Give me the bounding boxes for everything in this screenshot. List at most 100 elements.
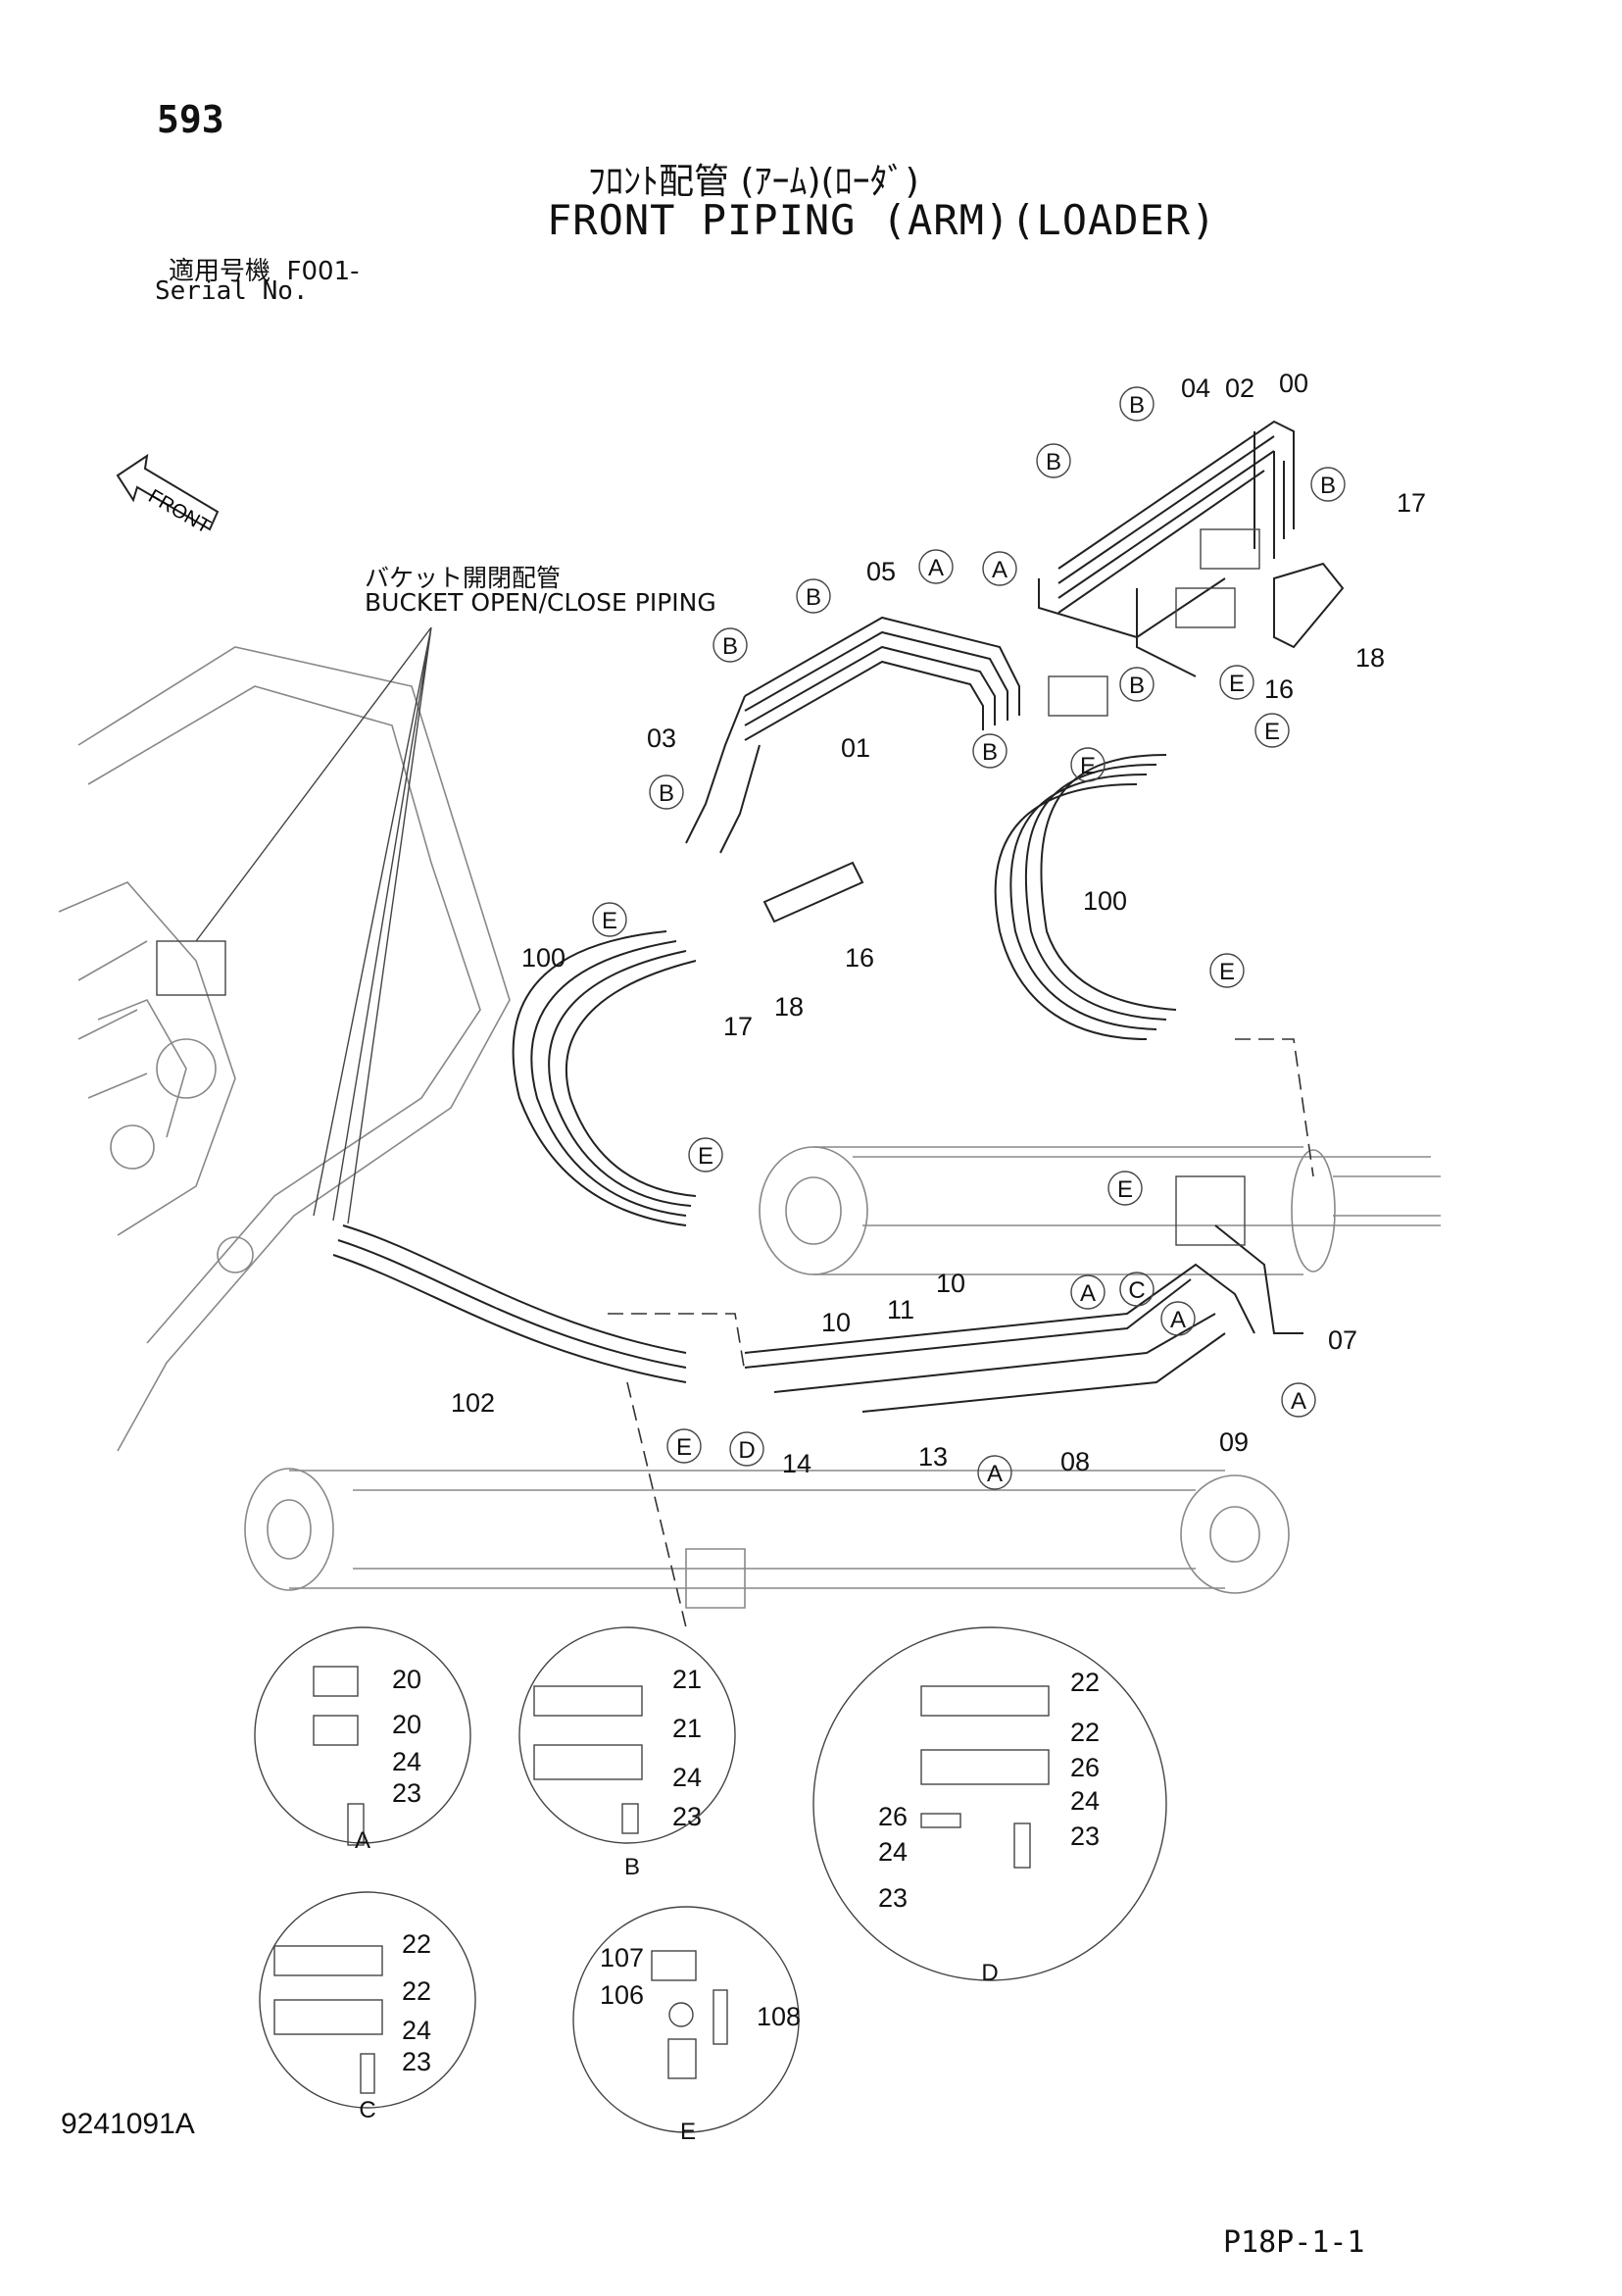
part-label: 18 — [774, 992, 804, 1022]
ref-balloon-E: E — [1209, 953, 1245, 988]
hose-bundle-right — [994, 754, 1177, 1040]
svg-text:E: E — [676, 1434, 692, 1461]
detail-E-label: E — [680, 2119, 696, 2145]
part-label: 100 — [521, 943, 565, 973]
detail-view-A: A — [254, 1626, 471, 1854]
ref-balloon-E: E — [1107, 1171, 1143, 1206]
part-label: 22 — [402, 1976, 431, 2006]
part-label: 24 — [878, 1837, 908, 1867]
ref-balloon-C: C — [1119, 1272, 1155, 1307]
ref-balloon-B: B — [1119, 667, 1155, 702]
part-label: 10 — [821, 1308, 851, 1337]
svg-text:B: B — [659, 780, 674, 807]
svg-text:B: B — [982, 739, 998, 766]
part-label: 107 — [600, 1943, 644, 1972]
part-label: 23 — [878, 1883, 908, 1913]
arm-structure — [58, 646, 511, 1452]
ref-balloon-E: E — [1254, 713, 1290, 748]
svg-text:A: A — [1170, 1307, 1186, 1333]
svg-text:D: D — [738, 1437, 755, 1464]
serial-label-english: Serial No. — [155, 276, 309, 306]
title-english: FRONT PIPING (ARM)(LOADER) — [547, 196, 1217, 244]
ref-balloon-E: E — [592, 902, 627, 937]
part-label: 08 — [1060, 1447, 1090, 1476]
ref-balloon-A: A — [982, 551, 1017, 586]
part-label: 00 — [1279, 369, 1308, 398]
front-direction-arrow: FRONT — [116, 453, 220, 538]
svg-text:E: E — [1117, 1176, 1133, 1203]
detail-B-label: B — [624, 1854, 640, 1880]
lower-cylinder — [244, 1468, 1290, 1609]
svg-text:A: A — [1291, 1388, 1306, 1415]
page-number: 593 — [157, 98, 224, 141]
svg-text:E: E — [602, 908, 617, 934]
ref-balloon-B: B — [713, 627, 748, 663]
serial-line-japanese: 適用号機 F001- — [169, 251, 360, 287]
part-label: 102 — [451, 1388, 495, 1418]
detail-view-C: C — [259, 1891, 476, 2123]
svg-text:A: A — [928, 555, 944, 581]
svg-text:E: E — [1080, 753, 1096, 779]
svg-text:B: B — [1129, 673, 1145, 699]
ref-balloon-B: B — [796, 578, 831, 614]
part-label: 17 — [723, 1012, 753, 1041]
ref-balloon-B: B — [649, 774, 684, 810]
part-label: 21 — [672, 1714, 702, 1743]
part-number-labels: 04 02 00 17 18 16 05 03 01 16 17 18 100 … — [392, 369, 1426, 2076]
svg-text:E: E — [1229, 671, 1245, 697]
part-label: 17 — [1397, 488, 1426, 518]
part-label: 20 — [392, 1665, 421, 1694]
part-label: 23 — [392, 1778, 421, 1808]
part-label: 18 — [1355, 643, 1385, 673]
part-label: 24 — [1070, 1786, 1100, 1816]
part-label: 13 — [918, 1442, 948, 1472]
title-japanese: ﾌﾛﾝﾄ配管 (ｱｰﾑ)(ﾛｰﾀﾞ) — [588, 162, 919, 202]
part-label: 108 — [757, 2002, 801, 2031]
ref-balloon-B: B — [1036, 443, 1071, 478]
detail-D-label: D — [981, 1960, 998, 1986]
svg-text:B: B — [1320, 473, 1336, 499]
part-label: 23 — [1070, 1822, 1100, 1851]
part-label: 21 — [672, 1665, 702, 1694]
part-label: 22 — [402, 1929, 431, 1959]
svg-text:B: B — [1046, 449, 1061, 475]
bucket-piping-label-japanese: バケット開閉配管 — [365, 564, 562, 592]
hose-bundle-102 — [332, 1224, 687, 1383]
ref-balloon-A: A — [918, 549, 954, 584]
ref-balloon-A: A — [977, 1455, 1012, 1490]
part-label: 106 — [600, 1980, 644, 2010]
part-label: 24 — [672, 1763, 702, 1792]
bucket-callout-leaders — [156, 626, 432, 1224]
part-label: 22 — [1070, 1668, 1100, 1697]
serial-label-japanese: 適用号機 — [169, 257, 271, 286]
part-label: 14 — [782, 1449, 811, 1478]
part-label: 05 — [866, 557, 896, 586]
ref-balloon-D: D — [729, 1431, 764, 1467]
part-label: 09 — [1219, 1427, 1249, 1457]
detail-view-E: E — [572, 1906, 800, 2145]
lower-pipe-assembly — [685, 616, 1108, 923]
svg-text:C: C — [1128, 1277, 1145, 1304]
ref-balloon-E: E — [688, 1137, 723, 1173]
ref-balloon-A: A — [1070, 1274, 1106, 1310]
part-label: 23 — [402, 2047, 431, 2076]
ref-balloon-B: B — [1310, 467, 1346, 502]
svg-text:E: E — [698, 1143, 713, 1170]
page-code: P18P-1-1 — [1223, 2225, 1365, 2260]
ref-balloon-E: E — [666, 1428, 702, 1464]
part-label: 03 — [647, 724, 676, 753]
part-label: 20 — [392, 1710, 421, 1739]
ref-balloon-A: A — [1160, 1301, 1196, 1336]
ref-balloons: B B B A A B B B E E B E B E E E E C A A … — [592, 386, 1346, 1490]
svg-text:A: A — [1080, 1280, 1096, 1307]
detail-view-B: B — [518, 1626, 736, 1880]
part-label: 16 — [845, 943, 874, 973]
part-label: 07 — [1328, 1325, 1357, 1355]
ref-balloon-E: E — [1070, 747, 1106, 782]
svg-text:B: B — [722, 633, 738, 660]
ref-balloon-E: E — [1219, 665, 1254, 700]
part-label: 24 — [402, 2016, 431, 2045]
part-label: 26 — [878, 1802, 908, 1831]
hose-bundle-left — [512, 930, 697, 1226]
